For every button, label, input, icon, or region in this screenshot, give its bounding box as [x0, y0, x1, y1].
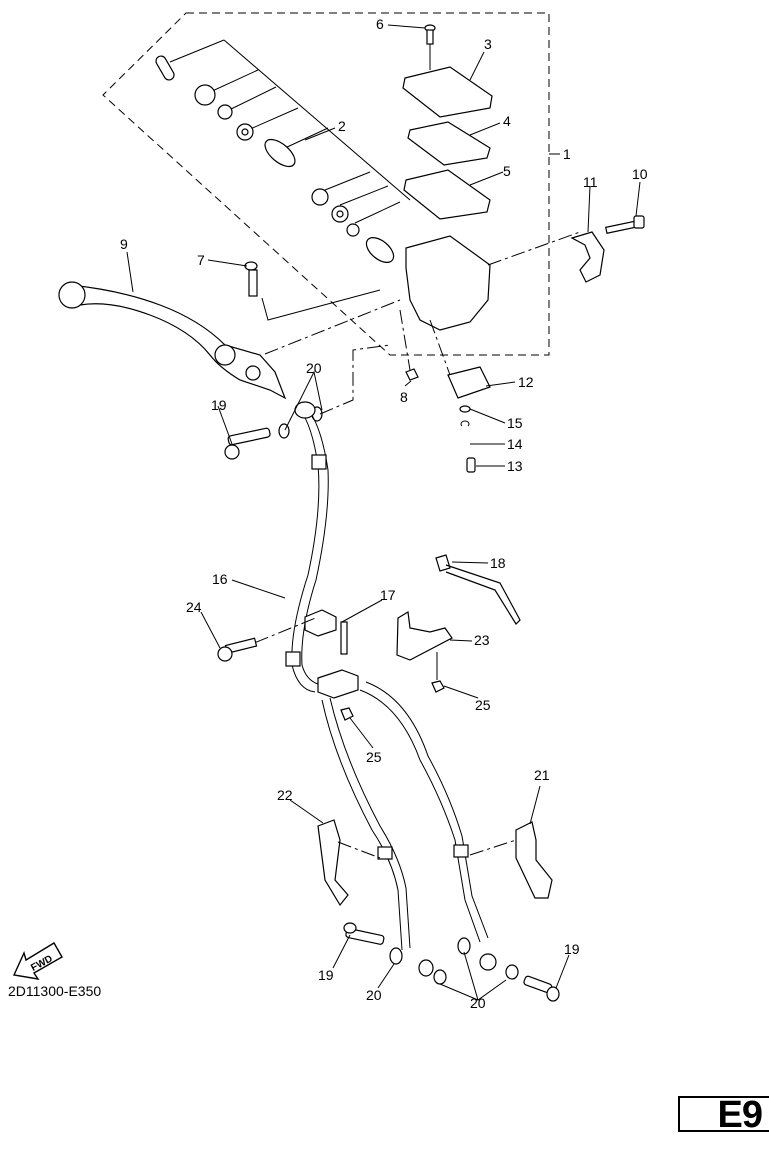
page-label-box: E9: [678, 1094, 769, 1136]
callout-25-right: 25: [475, 697, 491, 713]
hose-holder-right-part: [515, 821, 553, 899]
flange-nut-part: [340, 707, 354, 721]
callout-2: 2: [338, 118, 346, 134]
diaphragm-plate-part: [407, 121, 491, 166]
callout-11: 11: [583, 174, 598, 190]
brake-lever-part: [68, 284, 287, 400]
screw-13-part: [466, 457, 476, 473]
callout-16: 16: [212, 571, 228, 587]
callout-13: 13: [507, 458, 523, 474]
callout-20-lower-left: 20: [366, 987, 382, 1003]
callout-12: 12: [518, 374, 534, 390]
master-cylinder-body-part: [405, 235, 491, 331]
bracket-23-part: [396, 611, 453, 661]
callout-14: 14: [507, 436, 523, 452]
callout-4: 4: [503, 113, 511, 129]
washer-15-part: [459, 405, 471, 413]
callout-8: 8: [400, 389, 408, 405]
callout-20-upper: 20: [306, 360, 322, 376]
lower-union-bolt-right: [523, 975, 560, 1002]
callout-9: 9: [120, 236, 128, 252]
gasket-axis: [319, 344, 391, 415]
lower-hose-left: [321, 697, 411, 951]
reservoir-cap-part: [402, 66, 493, 118]
piston-kit-bracket-line: [169, 39, 411, 224]
nut-part: [405, 368, 419, 381]
bolt-24-part: [217, 637, 258, 662]
gasket-part: [389, 947, 403, 965]
callout-15: 15: [507, 415, 523, 431]
flange-nut-part: [431, 680, 445, 693]
lower-union-bolt-left: [343, 922, 385, 945]
gasket-part: [505, 964, 519, 980]
leader-lines: [126, 24, 641, 1001]
piston-kit-parts: [155, 55, 395, 263]
callout-17: 17: [380, 587, 396, 603]
hose-holder-left-part: [317, 819, 349, 907]
lever-ball-end: [58, 281, 86, 309]
holder-bolt-part: [605, 215, 645, 234]
callout-24: 24: [186, 599, 202, 615]
page-label: E9: [717, 1094, 763, 1136]
callout-6: 6: [376, 16, 384, 32]
banjo-right: [479, 953, 497, 971]
washer-14-part: [460, 420, 470, 427]
brake-switch-part: [447, 366, 491, 399]
callout-1: 1: [563, 146, 571, 162]
hose-block-part: [317, 669, 359, 699]
callout-19-lower-right: 19: [564, 941, 580, 957]
callout-5: 5: [503, 163, 511, 179]
callout-labels: 1 2 3 4 5 6 7 8 9 10 11 12 13 14 15 16 1…: [120, 16, 648, 1011]
callout-19-upper: 19: [211, 397, 227, 413]
callout-22: 22: [277, 787, 293, 803]
forward-direction-arrow-icon: FWD: [12, 942, 63, 980]
cable-tie-part: [435, 554, 521, 625]
gasket-part: [433, 969, 447, 985]
upper-union-bolt-part: [224, 427, 271, 460]
brake-hose-part: [291, 409, 329, 693]
banjo-left: [418, 959, 434, 977]
holder-axis: [487, 231, 581, 266]
callout-3: 3: [484, 36, 492, 52]
callout-23: 23: [474, 632, 490, 648]
callout-7: 7: [197, 252, 205, 268]
cap-screw-part: [424, 24, 436, 70]
callout-25-lower: 25: [366, 749, 382, 765]
diaphragm-part: [403, 169, 491, 220]
callout-19-lower-left: 19: [318, 967, 334, 983]
hose-joint-part: [304, 609, 337, 637]
assembly-boundary: [102, 12, 550, 356]
callout-21: 21: [534, 767, 550, 783]
gasket-part: [457, 937, 471, 955]
lower-hose-right: [359, 681, 489, 943]
holder-part: [570, 231, 605, 283]
callout-20-lower-right: 20: [470, 995, 486, 1011]
pivot-bolt-part: [244, 261, 381, 321]
callout-10: 10: [632, 166, 648, 182]
callout-18: 18: [490, 555, 506, 571]
joint-bolt-part: [340, 621, 348, 655]
drawing-code: 2D11300-E350: [8, 983, 102, 999]
